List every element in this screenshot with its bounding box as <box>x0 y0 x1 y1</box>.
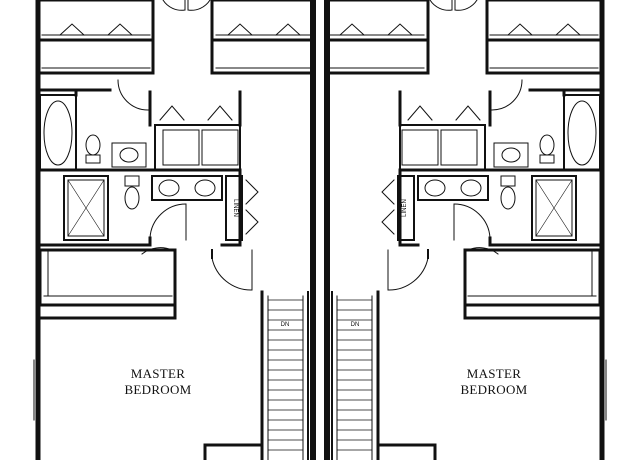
master-bedroom-label-left-line1: MASTER <box>131 366 186 381</box>
exterior-walls <box>35 0 316 460</box>
stair-label-left: DN <box>281 322 290 328</box>
master-bath <box>36 79 259 247</box>
master-closet <box>36 247 253 320</box>
linen-label-right: LINEN <box>402 199 408 217</box>
master-bedroom-label-right-line1: MASTER <box>467 366 522 381</box>
stair-label-right: DN <box>351 322 360 328</box>
upper-closets <box>36 0 315 75</box>
master-bedroom-label-right-line2: BEDROOM <box>460 382 527 397</box>
labels: MASTER BEDROOM MASTER BEDROOM LINEN LINE… <box>124 199 527 397</box>
staircase-left <box>260 290 309 460</box>
unit-left <box>33 0 316 460</box>
linen-label-left: LINEN <box>232 199 238 217</box>
interior-walls-left <box>33 88 264 460</box>
master-bedroom-label-left-line2: BEDROOM <box>124 382 191 397</box>
